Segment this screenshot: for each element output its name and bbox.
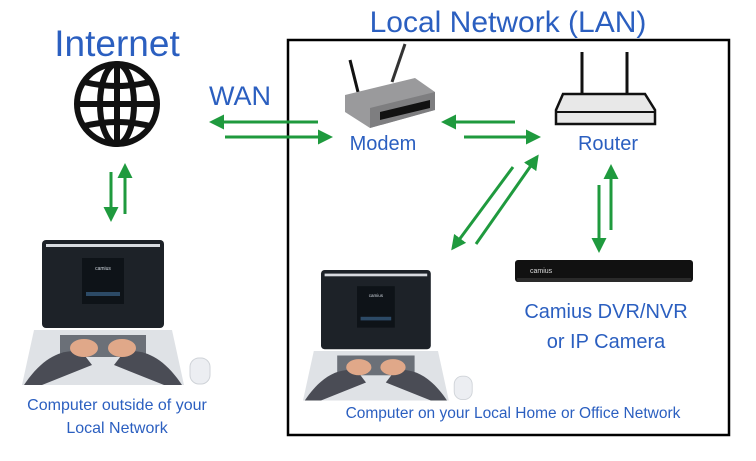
outside-computer-label-line1: Computer outside of your [27,397,207,414]
computer-to-router-arrow [474,154,539,245]
lan-title: Local Network (LAN) [370,6,647,39]
outside-laptop-image [21,239,211,386]
local-laptop-image [302,269,473,401]
local-computer-label: Computer on your Local Home or Office Ne… [346,405,681,422]
lan-boundary-box [286,38,731,437]
router-icon [554,52,657,126]
router-to-computer-arrow [451,166,515,251]
svg-text:camius: camius [530,268,553,275]
outside-computer-label-line2: Local Network [66,420,168,437]
globe-icon [74,61,160,147]
wan-label: WAN [209,81,271,111]
router-label: Router [578,133,638,155]
dvr-label-line1: Camius DVR/NVR [524,301,687,323]
internet-title: Internet [54,23,180,64]
modem-label: Modem [350,133,417,155]
dvr-icon: camius [515,260,693,282]
dvr-label-line2: or IP Camera [547,331,666,353]
modem-icon [345,43,435,128]
